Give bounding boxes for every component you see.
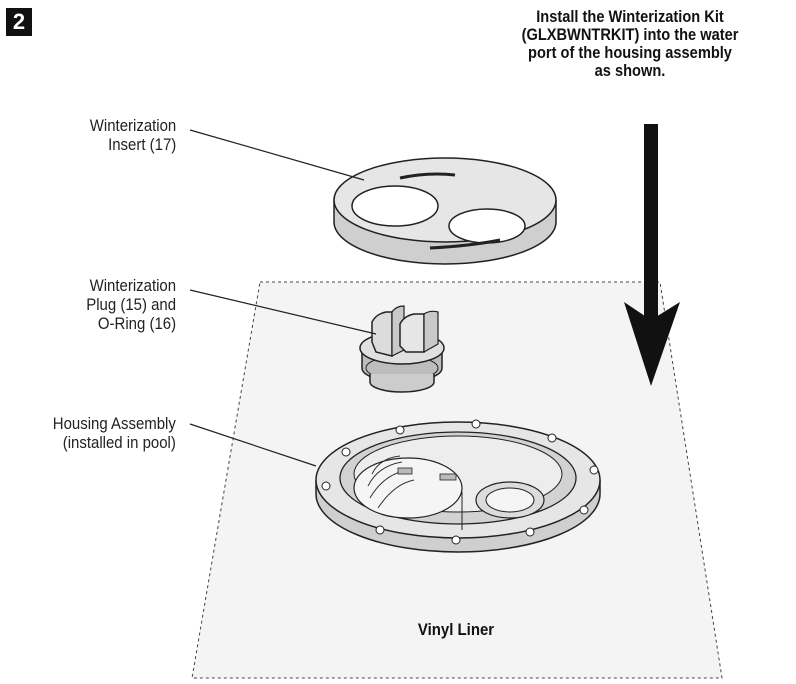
instruction-line: Install the Winterization Kit [536,7,724,26]
callout-line: Winterization [89,276,176,295]
callout-line: Plug (15) and [86,295,176,314]
callout-winterization-insert: Winterization Insert (17) [90,116,176,154]
instruction-line: (GLXBWNTRKIT) into the water [521,25,739,44]
instruction-line: as shown. [594,61,666,80]
callout-winterization-plug: Winterization Plug (15) and O-Ring (16) [86,276,176,333]
winterization-plug [359,305,445,393]
callout-line: Housing Assembly [52,414,176,433]
instruction-line: port of the housing assembly [528,43,732,62]
callout-line: Insert (17) [107,135,176,154]
install-instruction: Install the Winterization Kit (GLXBWNTRK… [501,8,759,80]
housing-assembly [315,419,601,553]
install-direction-arrow [624,124,680,386]
leader-line-plug [189,289,377,335]
leader-line-insert [189,129,365,181]
callout-line: (installed in pool) [62,433,176,452]
callout-line: Winterization [89,116,176,135]
step-number-badge: 2 [6,8,32,36]
callout-housing-assembly: Housing Assembly (installed in pool) [53,414,176,452]
vinyl-liner-label: Vinyl Liner [417,620,495,639]
leader-line-housing [189,423,317,467]
callout-line: O-Ring (16) [97,314,176,333]
winterization-insert [333,157,557,265]
